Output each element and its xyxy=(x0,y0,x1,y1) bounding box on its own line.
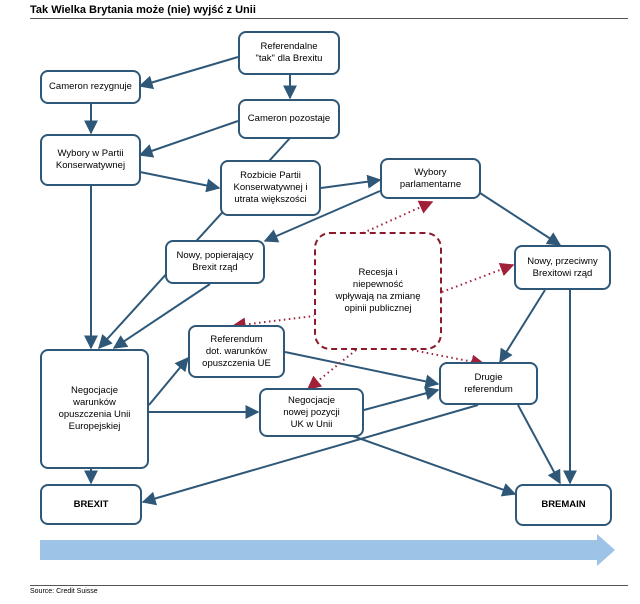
dotted-recesja-to-wybory-parl xyxy=(362,200,434,234)
node-rzad-przeciwny: Nowy, przeciwny Brexitowi rząd xyxy=(514,245,611,290)
arrow-popierajacy-to-negocjacje xyxy=(112,283,211,349)
node-wybory-parlamentarne: Wybory parlamentarne xyxy=(380,158,481,199)
arrow-referendum-warunkow-to-drugie xyxy=(284,351,440,389)
dotted-recesja-to-drugie xyxy=(411,349,486,369)
node-cameron-pozostaje: Cameron pozostaje xyxy=(238,99,340,139)
arrow-wybory-parl-to-popierajacy xyxy=(263,190,381,243)
top-divider xyxy=(30,18,628,19)
diagram-title: Tak Wielka Brytania może (nie) wyjść z U… xyxy=(30,4,256,16)
arrow-negocjacje-to-referendum-warunkow xyxy=(148,356,189,406)
arrow-negocjacje-pozycji-to-drugie xyxy=(363,386,440,411)
arrow-negocjacje-pozycji-to-bremain xyxy=(349,434,517,497)
node-recesja: Recesja i niepewność wpływają na zmianę … xyxy=(314,232,442,350)
timeline-arrow xyxy=(40,534,615,566)
dotted-recesja-to-przeciwny xyxy=(441,262,515,293)
arrow-referendum-to-rezygnuje xyxy=(138,56,239,90)
node-negocjacje-warunkow: Negocjacje warunków opuszczenia Unii Eur… xyxy=(40,349,149,469)
arrow-wybory-partii-to-rozbicie xyxy=(139,171,221,193)
source-note: Source: Credit Suisse xyxy=(30,588,98,595)
node-rzad-popierajacy: Nowy, popierający Brexit rząd xyxy=(165,240,265,284)
arrow-drugie-to-bremain xyxy=(517,404,561,485)
node-wybory-w-partii: Wybory w Partii Konserwatywnej xyxy=(40,134,141,186)
node-rozbicie-partii: Rozbicie Partii Konserwatywnej i utrata … xyxy=(220,160,321,216)
arrow-rozbicie-to-wybory-parl xyxy=(320,174,382,189)
node-referendum-tak: Referendalne "tak" dla Brexitu xyxy=(238,31,340,75)
node-negocjacje-pozycji: Negocjacje nowej pozycji UK w Unii xyxy=(259,388,364,437)
arrow-przeciwny-to-drugie xyxy=(499,289,546,364)
arrow-pozostaje-to-wybory-partii xyxy=(138,120,239,158)
dotted-recesja-to-referendum-warunkow xyxy=(231,313,331,332)
dotted-recesja-to-negocjacje-pozycji xyxy=(306,349,357,390)
arrow-wybory-parl-to-przeciwny xyxy=(479,192,562,246)
node-referendum-warunkow: Referendum dot. warunków opuszczenia UE xyxy=(188,325,285,378)
bottom-divider xyxy=(30,585,628,586)
node-drugie-referendum: Drugie referendum xyxy=(439,362,538,405)
arrow-drugie-to-brexit xyxy=(141,404,479,506)
node-bremain: BREMAIN xyxy=(515,484,612,526)
node-cameron-rezygnuje: Cameron rezygnuje xyxy=(40,70,141,104)
node-brexit: BREXIT xyxy=(40,484,142,525)
